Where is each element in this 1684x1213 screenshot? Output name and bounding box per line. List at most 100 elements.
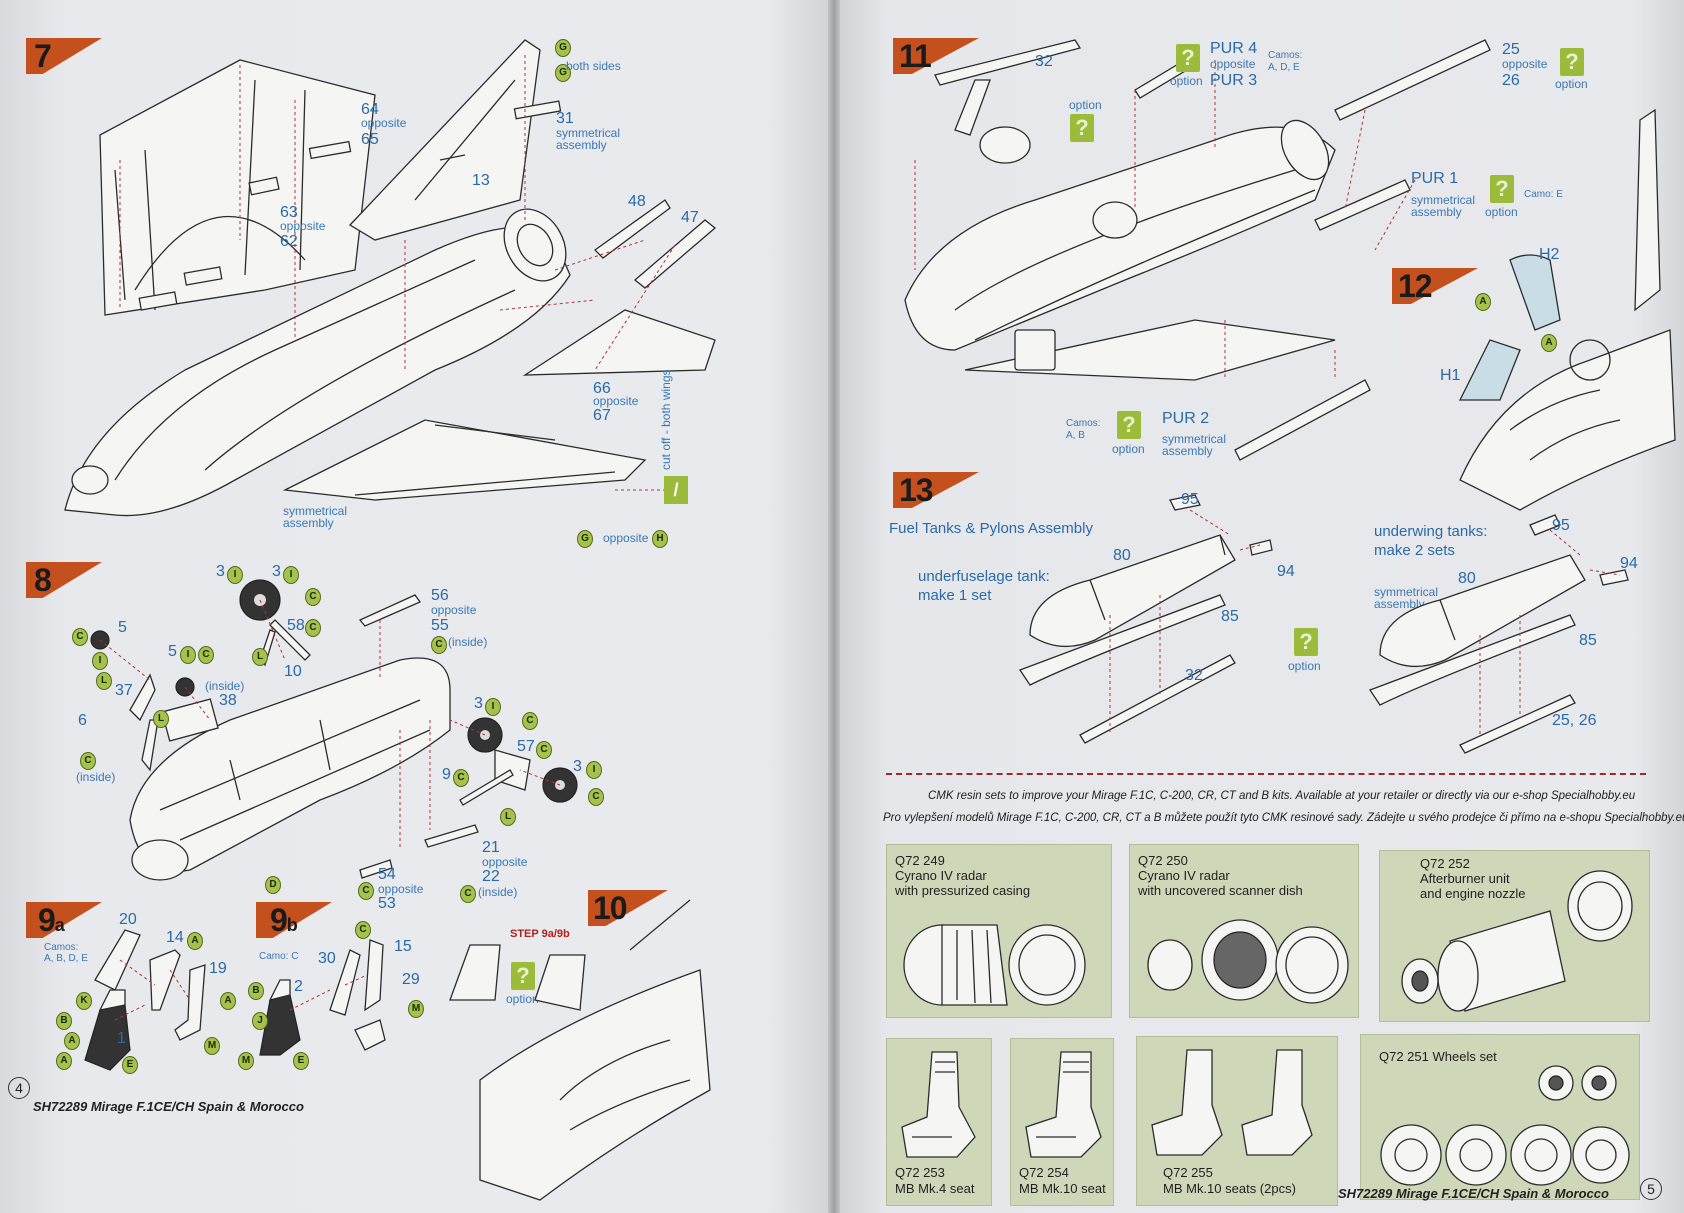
label-option: option [1288,659,1321,673]
label-camos: Camos: [44,942,79,953]
part-3: 3 [573,758,582,775]
badge-c: C [588,788,604,806]
step-11-drawing [904,39,1491,461]
part-64: 64 [361,101,379,118]
badge-b: B [248,982,264,1000]
label-option: option [506,992,539,1006]
badge-m: M [204,1037,220,1055]
label-pur-3: PUR 3 [1210,72,1258,89]
resin-set-q72-253[interactable]: Q72 253 MB Mk.4 seat [886,1038,992,1206]
badge-i: I [586,761,602,779]
resin-set-name: MB Mk.4 seat [895,1181,975,1196]
resin-set-q72-250[interactable]: Q72 250 Cyrano IV radar with uncovered s… [1129,844,1359,1018]
part-29: 29 [402,971,420,988]
part-25-26: 25, 26 [1552,712,1597,729]
label-opposite: opposite [603,531,649,545]
option-icon: ? [511,962,535,990]
step-9a-number: 9a [38,902,65,938]
badge-c: C [198,646,214,664]
part-47: 47 [681,209,699,226]
label-opposite: opposite [1502,57,1548,71]
badge-i: I [227,566,243,584]
resin-set-q72-249[interactable]: Q72 249 Cyrano IV radar with pressurized… [886,844,1112,1018]
badge-a: A [1475,293,1491,311]
label-option: option [1170,74,1203,88]
option-icon: ? [1070,114,1094,142]
label-camos: Camos: [1066,418,1101,429]
label-opposite: opposite [482,855,528,869]
resin-set-q72-255[interactable]: Q72 255 MB Mk.10 seats (2pcs) [1136,1036,1338,1206]
badge-a: A [1541,334,1557,352]
part-62: 62 [280,233,298,250]
part-32: 32 [1035,53,1053,70]
badge-i: I [92,652,108,670]
resin-set-q72-251[interactable]: Q72 251 Wheels set [1360,1034,1640,1200]
label-opposite: opposite [280,219,326,233]
part-80: 80 [1113,547,1131,564]
label-camos-list: A, B, D, E [44,953,88,964]
label-assembly: assembly [556,138,607,152]
badge-e: E [293,1052,309,1070]
step-12-number: 12 [1398,268,1433,304]
step-7-number: 7 [34,38,52,74]
page-number-left: 4 [8,1077,30,1099]
label-inside: (inside) [205,679,245,693]
badge-j: J [252,1012,268,1030]
badge-a: A [187,932,203,950]
resin-set-description: and engine nozzle [1420,886,1526,901]
part-h2: H2 [1539,246,1560,263]
label-opposite: opposite [1210,57,1256,71]
resin-set-name: Cyrano IV radar [1138,868,1230,883]
part-5: 5 [118,619,127,636]
part-80: 80 [1458,570,1476,587]
step-9b-number: 9b [270,902,298,938]
part-38: 38 [219,692,237,709]
part-6: 6 [78,712,87,729]
part-26: 26 [1502,72,1520,89]
badge-c: C [536,741,552,759]
badge-l: L [96,672,112,690]
label-make-2-sets: make 2 sets [1374,542,1455,559]
part-55: 55 [431,617,449,634]
part-85: 85 [1221,608,1239,625]
part-19: 19 [209,960,227,977]
step-9a-seat-drawing [84,929,206,1071]
part-32: 32 [1185,667,1203,684]
badge-c: C [522,712,538,730]
label-symmetrical: symmetrical [1411,193,1476,207]
part-14: 14 [166,929,184,946]
label-camo: Camo: C [259,951,299,962]
label-cut-off: cut off - both wings [659,369,673,471]
badge-g: G [577,530,593,548]
radar-scanner-illustration [1147,919,1349,1004]
part-85: 85 [1579,632,1597,649]
label-symmetrical: symmetrical [1162,432,1227,446]
part-21: 21 [482,839,500,856]
label-pur-4: PUR 4 [1210,40,1258,57]
label-assembly: assembly [1374,597,1425,611]
part-20: 20 [119,911,137,928]
booklet-spine [828,0,840,1213]
option-icon: ? [1490,175,1514,203]
resin-set-code: Q72 252 [1420,856,1470,871]
part-3: 3 [474,695,483,712]
badge-d: D [265,876,281,894]
part-65: 65 [361,131,379,148]
part-h1: H1 [1440,367,1461,384]
label-camos-list: A, D, E [1268,62,1300,73]
label-symmetrical: symmetrical [283,504,348,518]
badge-b: B [56,1012,72,1030]
resin-set-q72-252[interactable]: Q72 252 Afterburner unit and engine nozz… [1379,850,1650,1022]
badge-l: L [252,648,268,666]
label-opposite: opposite [361,116,407,130]
badge-a: A [220,992,236,1010]
resin-set-q72-254[interactable]: Q72 254 MB Mk.10 seat [1010,1038,1114,1206]
step-10-cockpit-drawing [449,899,711,1201]
part-9: 9 [442,766,451,783]
resin-set-code: Q72 255 [1163,1165,1213,1180]
step-8-number: 8 [34,562,52,598]
label-camos: Camos: [1268,50,1303,61]
badge-h: H [652,530,668,548]
badge-g: G [555,64,571,82]
part-48: 48 [628,193,646,210]
